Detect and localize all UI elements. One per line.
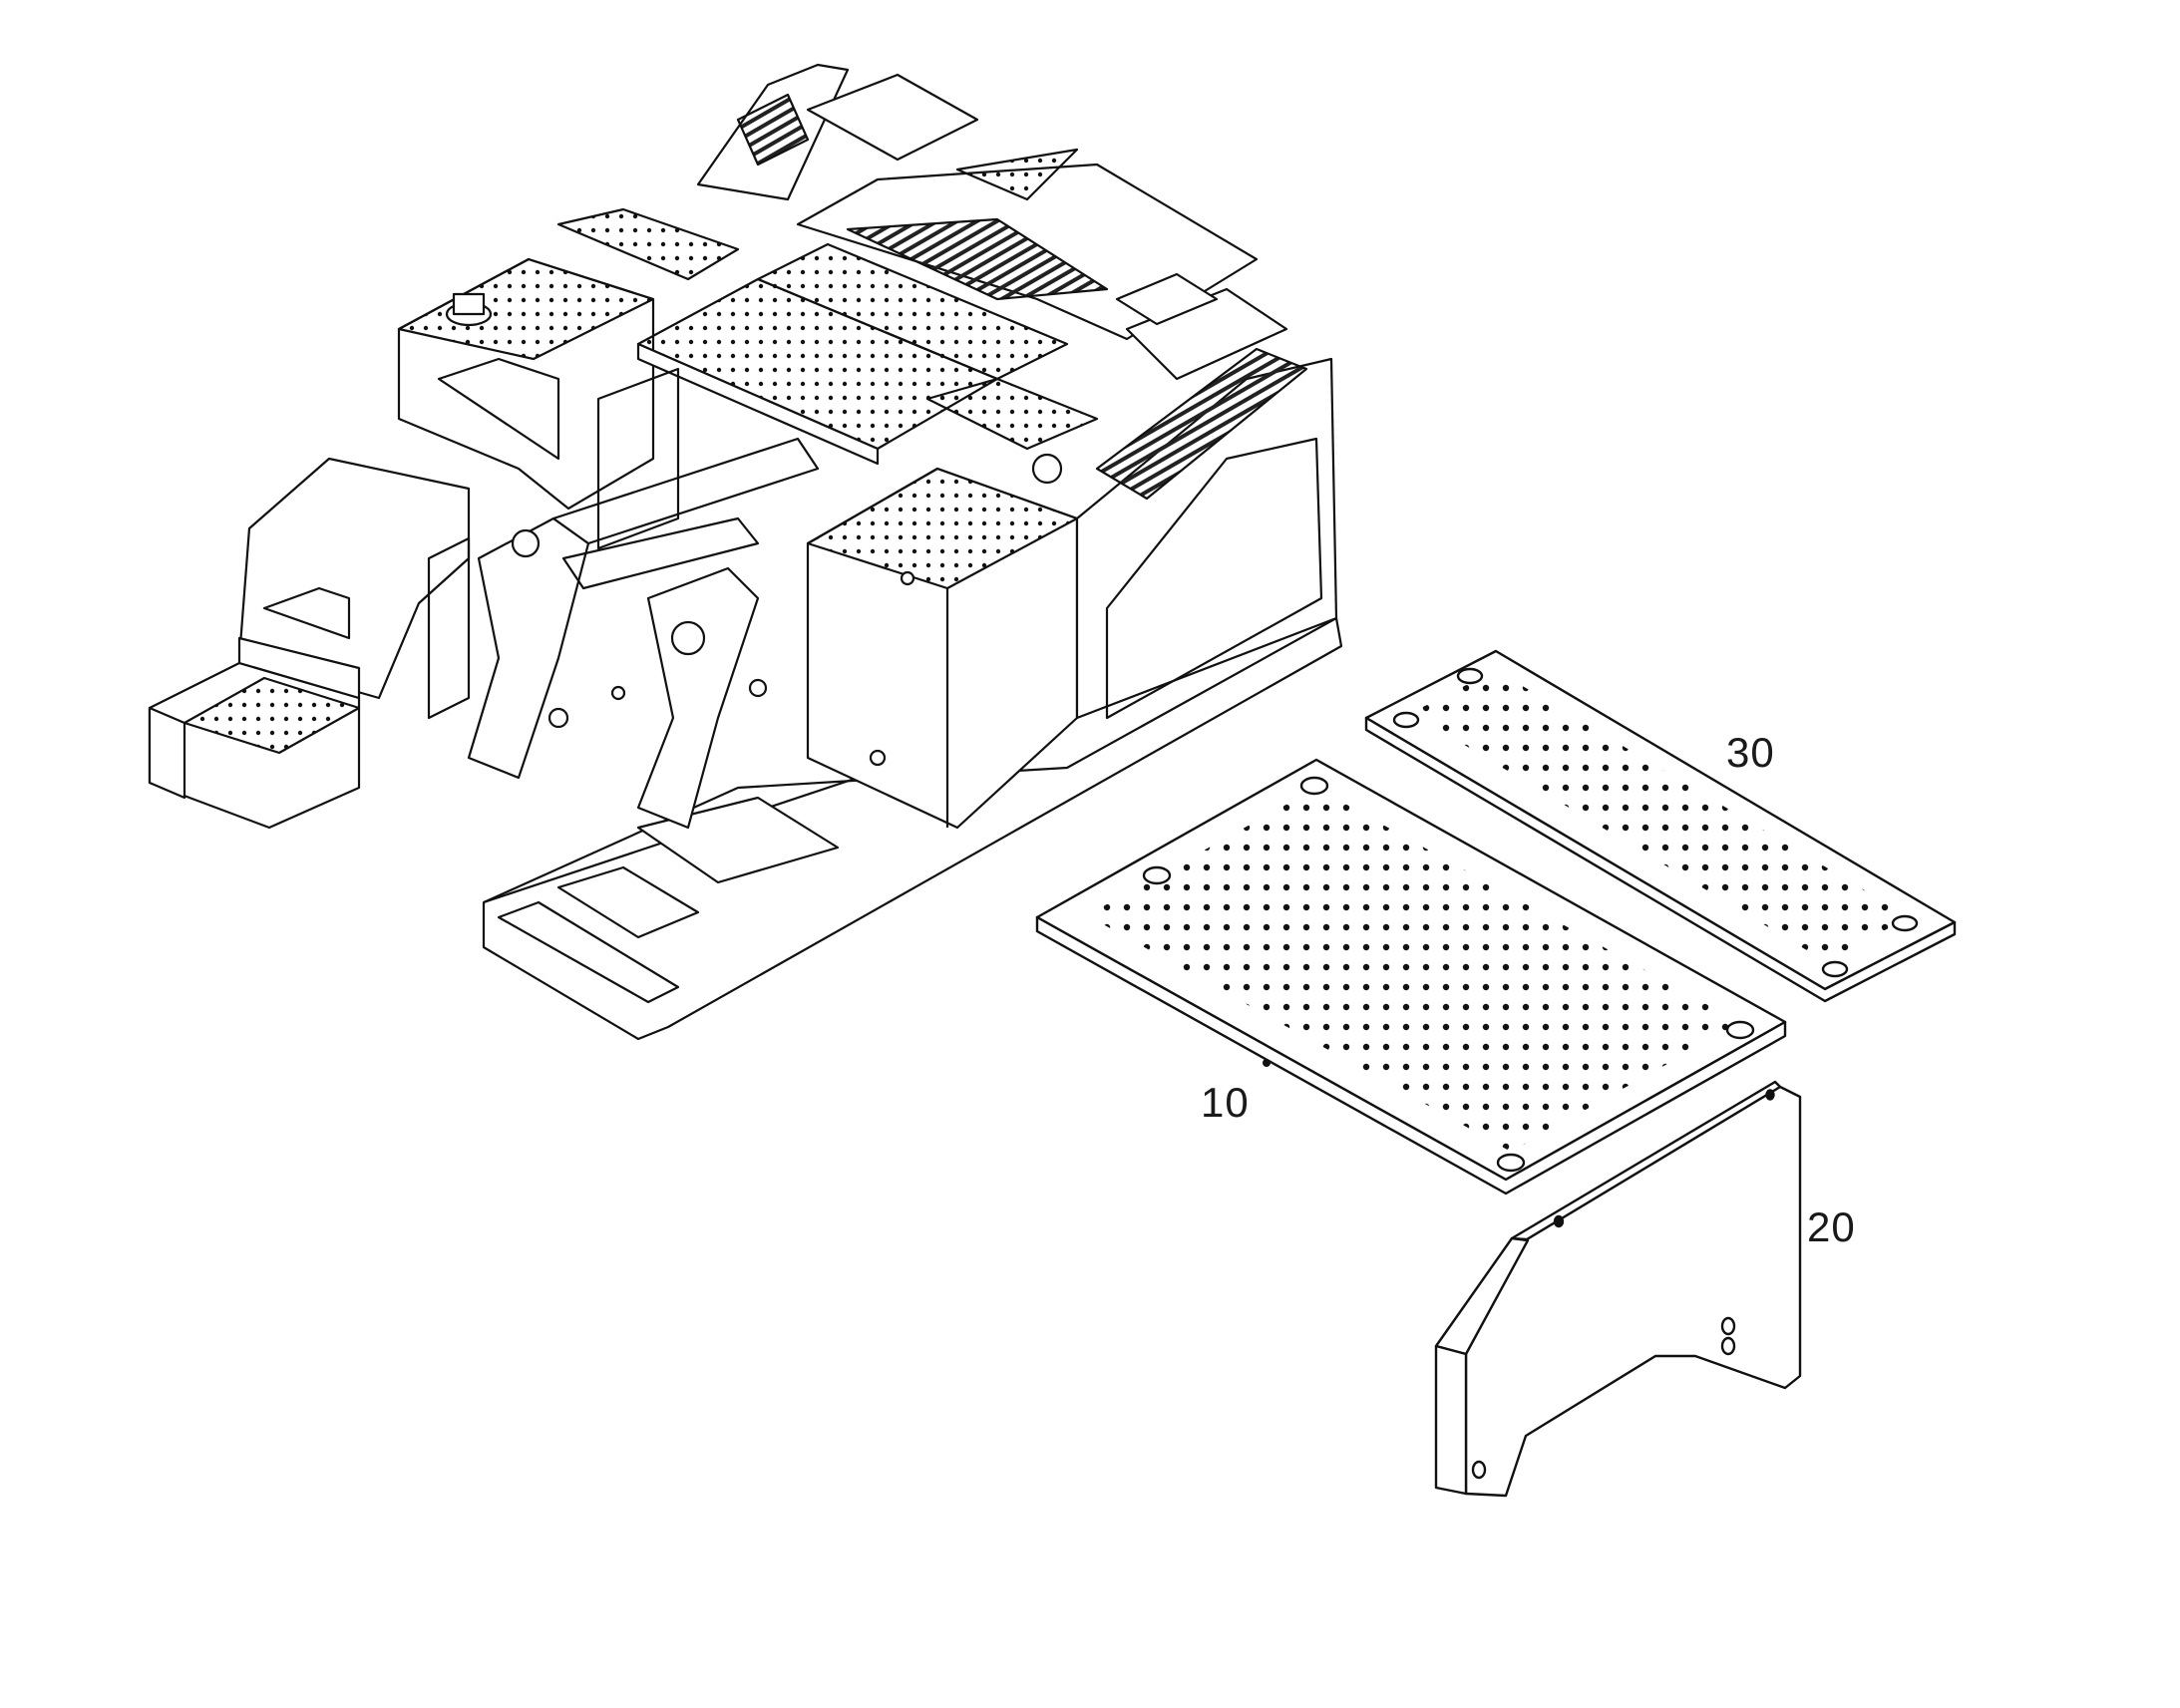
plate-10-holes [1087,788,1740,1152]
left-housing-top [397,257,655,361]
plate-30-edge [1364,716,1957,1003]
callout-label-10: 10 [1201,1079,1250,1126]
boom-mount-right [636,566,760,830]
callout-label-20: 20 [1807,1203,1856,1250]
cab-window [1105,437,1323,720]
counterweight-lower-top [182,676,361,755]
center-cover-b [756,242,1069,381]
machine-upperstructure [148,63,1343,1041]
side-panel-20 [1434,1080,1802,1498]
perforated-plate-10 [1035,758,1787,1196]
plate-30-holes [1411,670,1910,961]
perforated-plate-30 [1364,649,1957,1003]
callout-label-30: 30 [1726,729,1775,776]
plate-10-edge [1035,915,1787,1196]
panel-20-flange-side [1434,1344,1468,1496]
